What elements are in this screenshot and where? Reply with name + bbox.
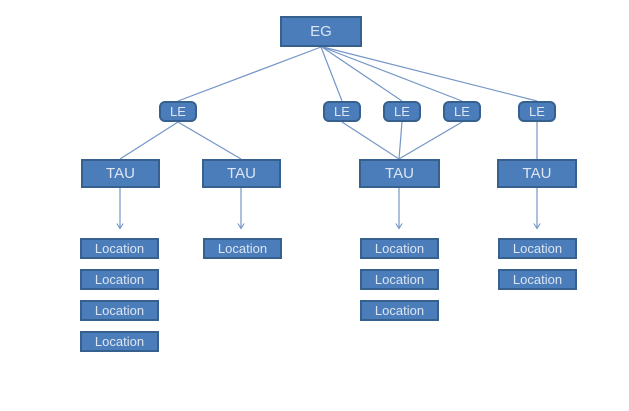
node-tau-1[interactable]: TAU — [81, 159, 160, 188]
node-location-1-4[interactable]: Location — [80, 331, 159, 352]
node-location-4-1[interactable]: Location — [498, 238, 577, 259]
node-location-3-2[interactable]: Location — [360, 269, 439, 290]
node-le-1[interactable]: LE — [159, 101, 197, 122]
node-le-4[interactable]: LE — [443, 101, 481, 122]
node-tau-4[interactable]: TAU — [497, 159, 577, 188]
connector-le4-tau3 — [398, 121, 463, 160]
node-tau-3[interactable]: TAU — [359, 159, 440, 188]
node-location-2-1[interactable]: Location — [203, 238, 282, 259]
node-le-2[interactable]: LE — [323, 101, 361, 122]
connector-le3-tau3 — [398, 121, 403, 160]
node-eg[interactable]: EG — [280, 16, 362, 47]
node-location-1-3[interactable]: Location — [80, 300, 159, 321]
node-le-5[interactable]: LE — [518, 101, 556, 122]
connector-eg-le3 — [321, 46, 403, 102]
connector-eg-le4 — [321, 46, 463, 102]
connector-eg-le5 — [322, 46, 538, 102]
node-le-3[interactable]: LE — [383, 101, 421, 122]
connector-eg-le2 — [320, 46, 343, 102]
connector-eg-le1 — [177, 46, 322, 102]
connector-le2-tau3 — [341, 121, 400, 160]
node-location-1-2[interactable]: Location — [80, 269, 159, 290]
connector-le1-tau2 — [177, 121, 242, 160]
node-location-4-2[interactable]: Location — [498, 269, 577, 290]
node-location-1-1[interactable]: Location — [80, 238, 159, 259]
connector-le1-tau1 — [119, 121, 179, 160]
node-location-3-3[interactable]: Location — [360, 300, 439, 321]
node-location-3-1[interactable]: Location — [360, 238, 439, 259]
node-tau-2[interactable]: TAU — [202, 159, 281, 188]
